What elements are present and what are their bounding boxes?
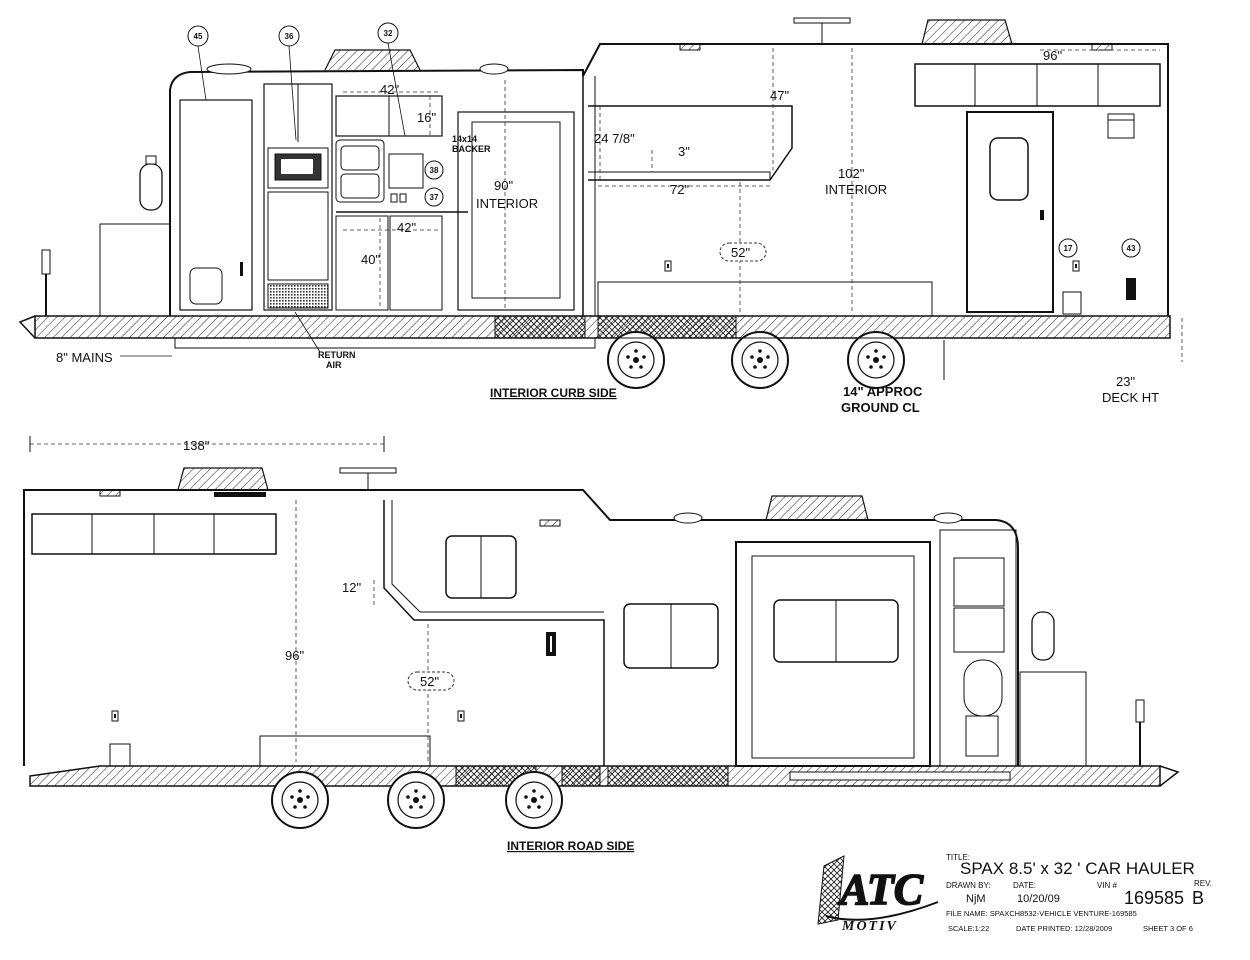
- dim-deck-height-2: DECK HT: [1102, 390, 1159, 405]
- dim-backer-label: BACKER: [452, 144, 491, 154]
- dim-top-width: 96": [1043, 48, 1062, 63]
- date-label: DATE:: [1013, 881, 1036, 890]
- dim-ground-clearance-2: GROUND CL: [841, 400, 920, 415]
- svg-text:45: 45: [194, 32, 203, 41]
- date-value: 10/20/09: [1017, 893, 1060, 905]
- vin-label: VIN #: [1097, 881, 1118, 890]
- vin-value: 169585: [1124, 888, 1184, 908]
- road-body-outline: [23, 489, 1019, 766]
- dim-road-wall-height: 52": [420, 674, 439, 689]
- rev-value: B: [1192, 888, 1204, 908]
- svg-text:43: 43: [1127, 244, 1136, 253]
- dim-bath-interior-label: INTERIOR: [476, 196, 538, 211]
- dim-main-interior-label: INTERIOR: [825, 182, 887, 197]
- dim-front-length: 138": [183, 438, 210, 453]
- road-side-view: 138" 12" 96" 52" INTERIOR ROAD SIDE: [23, 436, 1180, 853]
- drawn-by-value: NjM: [966, 893, 986, 905]
- callout-37: 37: [424, 187, 444, 207]
- curb-side-view: 45 36 32 38 37 17 43 96" 42" 16" 14x14 B…: [18, 17, 1183, 415]
- svg-text:17: 17: [1064, 244, 1073, 253]
- dim-loft-depth: 24 7/8": [594, 131, 635, 146]
- dim-step: 12": [342, 580, 361, 595]
- callout-32: 32: [377, 22, 406, 137]
- dim-cab-lower-height: 40": [361, 252, 380, 267]
- svg-text:ATC: ATC: [837, 865, 924, 914]
- dim-loft-height: 47": [770, 88, 789, 103]
- dim-deck-height-1: 23": [1116, 374, 1135, 389]
- callout-43: 43: [1121, 238, 1141, 258]
- svg-text:32: 32: [384, 29, 393, 38]
- dim-mains: 8" MAINS: [56, 350, 113, 365]
- svg-text:36: 36: [285, 32, 294, 41]
- curb-side-heading: INTERIOR CURB SIDE: [490, 386, 617, 400]
- title-label: TITLE:: [946, 853, 970, 862]
- callout-45: 45: [187, 25, 209, 101]
- drawing-title: SPAX 8.5' x 32 ' CAR HAULER: [960, 859, 1195, 878]
- dim-loft-length: 72": [670, 182, 689, 197]
- rev-label: REV.: [1194, 879, 1212, 888]
- file-name: FILE NAME: SPAXCH8532-VEHICLE VENTURE-16…: [946, 909, 1137, 918]
- callout-38: 38: [424, 160, 444, 180]
- dim-interior-height: 96": [285, 648, 304, 663]
- label-return-air-1: RETURN: [318, 350, 356, 360]
- curb-body-outline: [169, 43, 1169, 316]
- title-block: TITLE: SPAX 8.5' x 32 ' CAR HAULER DRAWN…: [946, 853, 1212, 933]
- atc-logo: ATC MOTIV: [817, 855, 939, 934]
- callout-36: 36: [278, 25, 300, 141]
- dim-wall-height: 52": [731, 245, 750, 260]
- label-return-air-2: AIR: [326, 360, 342, 370]
- dim-ground-clearance-1: 14" APPROC: [843, 384, 923, 399]
- drawn-by-label: DRAWN BY:: [946, 881, 991, 890]
- dim-loft-gap: 3": [678, 144, 690, 159]
- svg-text:37: 37: [430, 193, 439, 202]
- dim-bath-interior-num: 90": [494, 178, 513, 193]
- dim-cab-upper-height: 16": [417, 110, 436, 125]
- road-side-heading: INTERIOR ROAD SIDE: [507, 839, 634, 853]
- scale: SCALE:1:22: [948, 924, 989, 933]
- date-printed: DATE PRINTED: 12/28/2009: [1016, 924, 1112, 933]
- curb-callouts: 45 36 32 38 37 17 43: [187, 22, 1141, 258]
- callout-17: 17: [1058, 238, 1078, 258]
- dim-main-interior-num: 102": [838, 166, 865, 181]
- svg-text:38: 38: [430, 166, 439, 175]
- dim-cab-lower-width: 42": [397, 220, 416, 235]
- dim-backer-size: 14x14: [452, 134, 477, 144]
- dim-cab-upper-width: 42": [380, 82, 399, 97]
- svg-text:MOTIV: MOTIV: [841, 919, 898, 934]
- sheet-number: SHEET 3 OF 6: [1143, 924, 1193, 933]
